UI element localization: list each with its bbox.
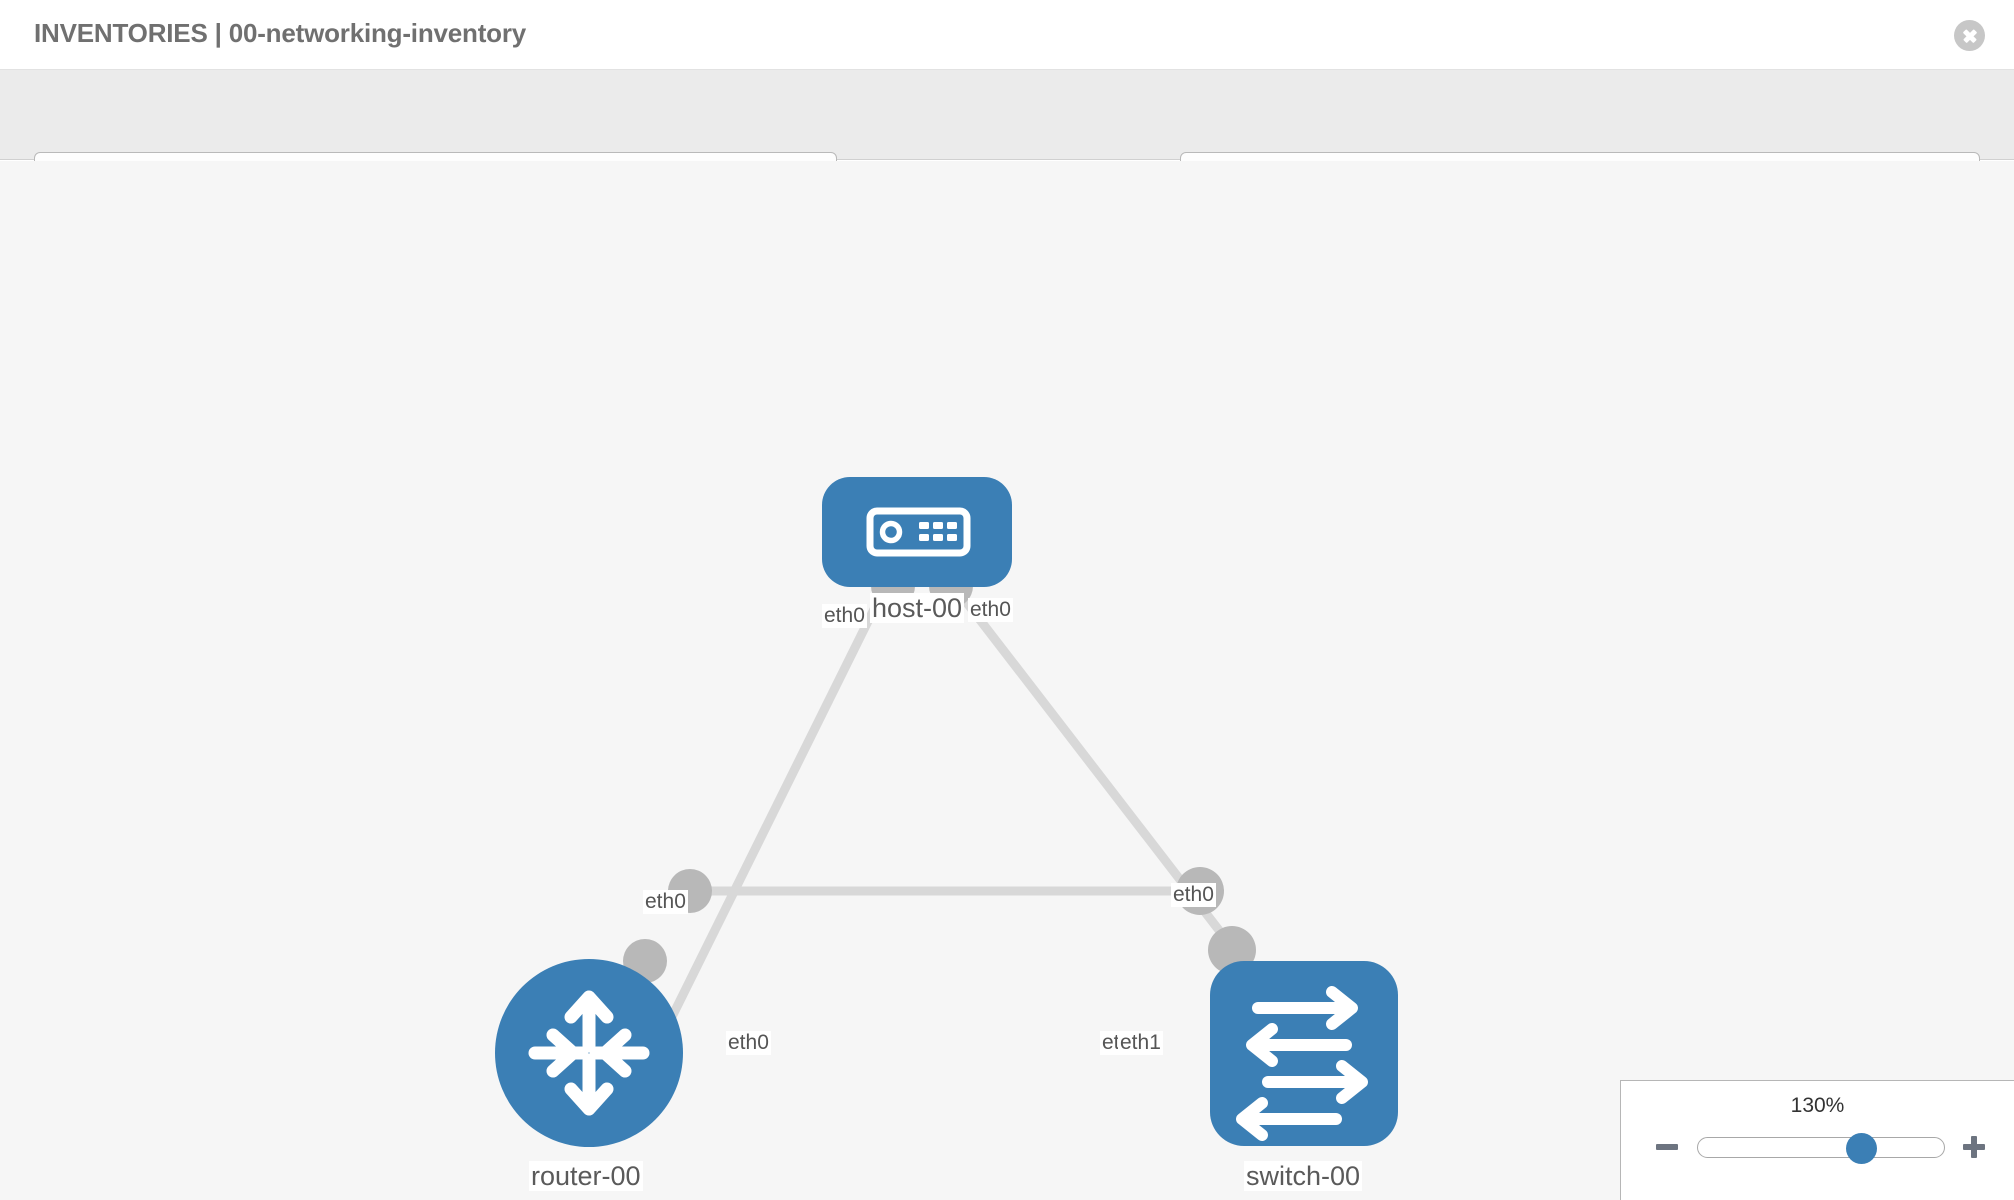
node-label-router-00: router-00 xyxy=(529,1161,643,1192)
toolbar: ACTIONS SEARCH xyxy=(0,70,2014,205)
iface-label-router-up: eth0 xyxy=(643,890,688,915)
zoom-slider[interactable] xyxy=(1697,1133,1945,1164)
node-switch-00 xyxy=(1210,961,1398,1146)
link-host-router xyxy=(655,579,893,1043)
node-label-host-00: host-00 xyxy=(870,593,965,624)
close-icon[interactable] xyxy=(1954,20,1985,51)
zoom-in-button[interactable] xyxy=(1959,1129,1989,1165)
iface-label-host-right: eth0 xyxy=(968,598,1013,623)
node-router-00 xyxy=(495,959,683,1147)
zoom-control-panel: 130% xyxy=(1620,1080,2014,1200)
zoom-slider-row xyxy=(1621,1129,2014,1165)
zoom-slider-thumb[interactable] xyxy=(1846,1133,1877,1164)
zoom-level-label: 130% xyxy=(1790,1094,1845,1117)
page-header: INVENTORIES | 00-networking-inventory xyxy=(0,0,2014,70)
zoom-out-button[interactable] xyxy=(1652,1129,1682,1165)
topology-graph xyxy=(495,477,1398,1147)
page-title: INVENTORIES | 00-networking-inventory xyxy=(34,18,527,48)
iface-label-host-left: eth0 xyxy=(822,604,867,629)
iface-label-switch-up: eth0 xyxy=(1171,883,1216,908)
topology-links xyxy=(655,578,1239,1043)
iface-label-switch-left-b: eth1 xyxy=(1118,1031,1163,1056)
iface-label-router-right: eth0 xyxy=(726,1031,771,1056)
topology-canvas[interactable]: eth0 eth0 eth0 eth0 eth0 eth0 eth1 host-… xyxy=(0,161,2014,1200)
node-label-switch-00: switch-00 xyxy=(1244,1161,1363,1192)
node-host-00 xyxy=(822,477,1012,587)
